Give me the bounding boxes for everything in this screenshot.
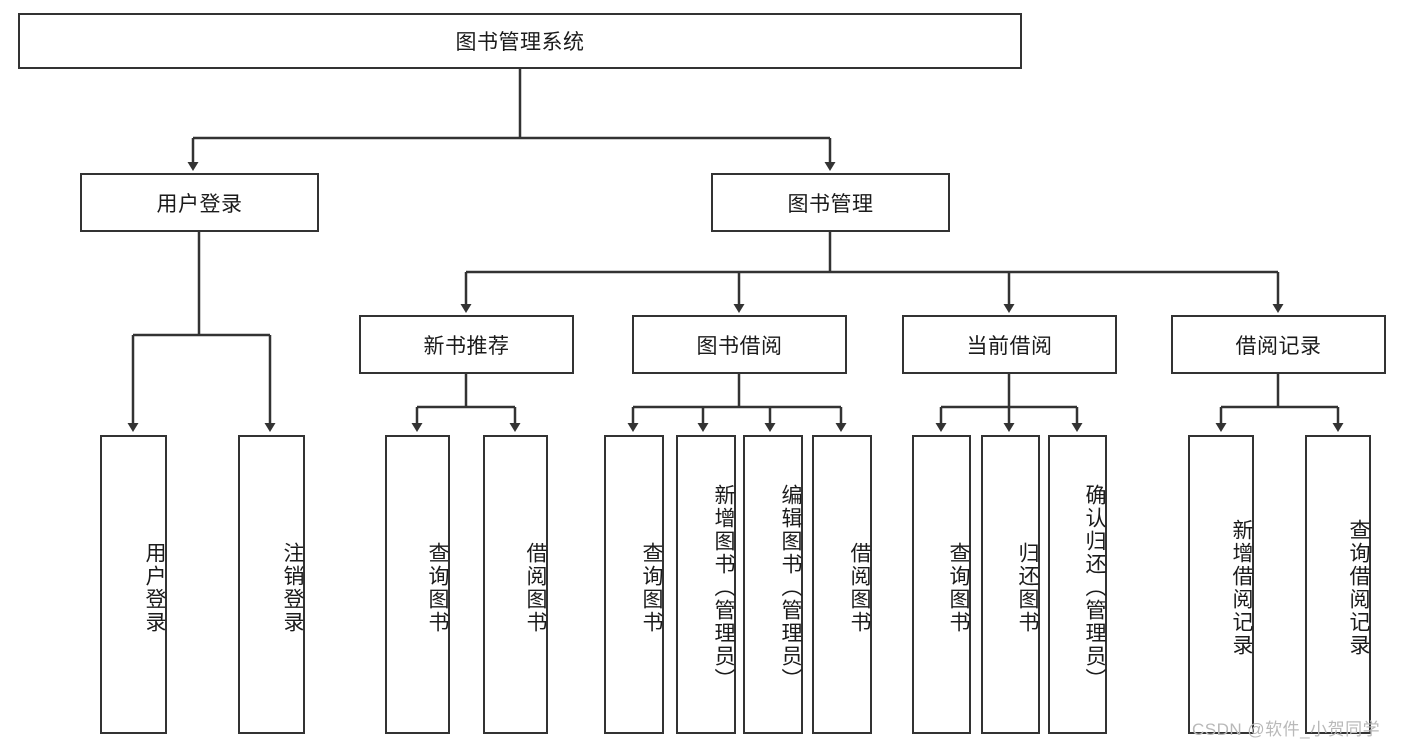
leaf-borrow-book-2-label: 借阅图书 [848, 541, 871, 634]
leaf-borrow-book-1-label: 借阅图书 [524, 541, 547, 634]
node-current-borrow-label: 当前借阅 [966, 334, 1053, 358]
leaf-add-book[interactable]: 新增图书（管理员） [676, 435, 736, 734]
leaf-return-book[interactable]: 归还图书 [981, 435, 1040, 734]
node-root[interactable]: 图书管理系统 [18, 13, 1022, 69]
leaf-confirm-return[interactable]: 确认归还（管理员） [1048, 435, 1107, 734]
node-book-manage-label: 图书管理 [787, 192, 874, 216]
leaf-add-book-label: 新增图书（管理员） [712, 484, 735, 691]
leaf-query-book-2[interactable]: 查询图书 [604, 435, 664, 734]
node-book-manage[interactable]: 图书管理 [711, 173, 950, 232]
leaf-add-record-label: 新增借阅记录 [1230, 518, 1253, 657]
node-user-login-label: 用户登录 [156, 192, 243, 216]
leaf-logout-label: 注销登录 [281, 541, 304, 634]
leaf-user-login-label: 用户登录 [143, 541, 166, 634]
leaf-borrow-book-1[interactable]: 借阅图书 [483, 435, 548, 734]
leaf-query-book-1[interactable]: 查询图书 [385, 435, 450, 734]
leaf-user-login[interactable]: 用户登录 [100, 435, 167, 734]
leaf-query-book-3[interactable]: 查询图书 [912, 435, 971, 734]
leaf-query-book-1-label: 查询图书 [426, 541, 449, 634]
node-borrow-record-label: 借阅记录 [1235, 334, 1322, 358]
leaf-logout[interactable]: 注销登录 [238, 435, 305, 734]
leaf-add-record[interactable]: 新增借阅记录 [1188, 435, 1254, 734]
node-root-label: 图书管理系统 [455, 31, 585, 54]
leaf-return-book-label: 归还图书 [1016, 541, 1039, 634]
leaf-edit-book-label: 编辑图书（管理员） [779, 484, 802, 691]
leaf-query-book-3-label: 查询图书 [947, 541, 970, 634]
node-new-book-recommend-label: 新书推荐 [423, 334, 510, 358]
leaf-query-record[interactable]: 查询借阅记录 [1305, 435, 1371, 734]
leaf-borrow-book-2[interactable]: 借阅图书 [812, 435, 872, 734]
node-new-book-recommend[interactable]: 新书推荐 [359, 315, 574, 374]
node-book-borrow[interactable]: 图书借阅 [632, 315, 847, 374]
leaf-edit-book[interactable]: 编辑图书（管理员） [743, 435, 803, 734]
node-user-login[interactable]: 用户登录 [80, 173, 319, 232]
node-book-borrow-label: 图书借阅 [696, 334, 783, 358]
node-borrow-record[interactable]: 借阅记录 [1171, 315, 1386, 374]
csdn-watermark: CSDN @软件_小贺同学 [1192, 720, 1381, 739]
leaf-confirm-return-label: 确认归还（管理员） [1083, 484, 1106, 691]
leaf-query-book-2-label: 查询图书 [640, 541, 663, 634]
node-current-borrow[interactable]: 当前借阅 [902, 315, 1117, 374]
leaf-query-record-label: 查询借阅记录 [1347, 518, 1370, 657]
